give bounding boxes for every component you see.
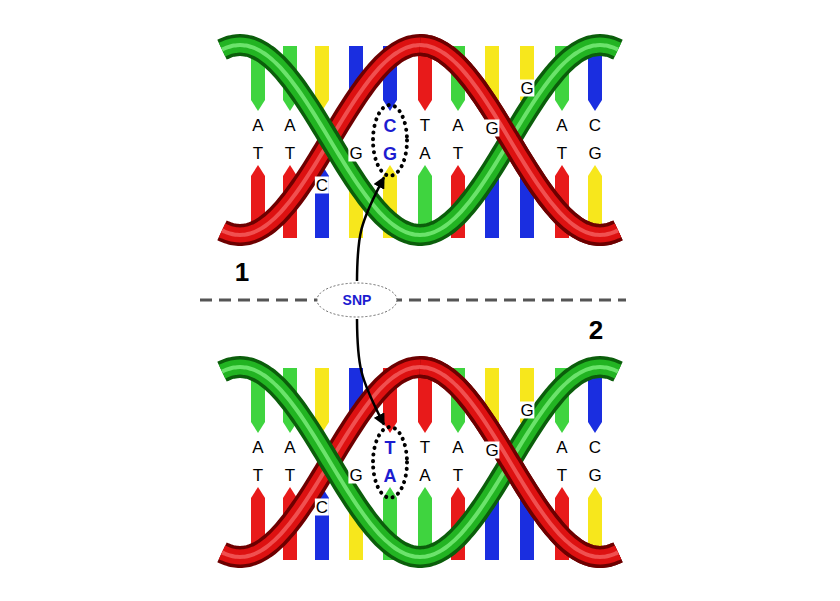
base-letter: C [315, 177, 329, 194]
strand-edge [420, 367, 618, 557]
base-letter: G [348, 145, 363, 162]
base-letter: A [555, 439, 568, 456]
base-letter: T [419, 117, 431, 134]
snp-tag: SNP [315, 281, 399, 319]
strand-body [222, 367, 618, 557]
snp-arrow [357, 319, 384, 425]
helix-strand [222, 367, 618, 557]
node-text: C [384, 117, 397, 135]
base-letter: A [283, 439, 296, 456]
strand-highlight [222, 45, 618, 235]
node-text: G [383, 145, 397, 163]
strand-highlight [420, 367, 618, 557]
base-letter: A [451, 439, 464, 456]
base-bar [315, 165, 329, 238]
snp-arrow [357, 177, 384, 281]
base-letter: T [284, 467, 296, 484]
snp-base-pair: CG [371, 103, 409, 178]
strand-edge [420, 45, 618, 235]
base-letter: C [315, 499, 329, 516]
node-ellipse [373, 427, 407, 498]
node-outline [371, 425, 409, 500]
helix-strand [222, 367, 618, 557]
snp-base-pair: TA [371, 425, 409, 500]
base-letter: G [587, 145, 602, 162]
strand-edge [222, 45, 618, 235]
strand-highlight [420, 45, 618, 235]
node-ellipse [373, 105, 407, 176]
base-letter: A [555, 117, 568, 134]
base-letter: T [556, 467, 568, 484]
strand-body [420, 45, 618, 235]
node-text: SNP [343, 293, 372, 307]
base-letter: A [251, 117, 264, 134]
strand-highlight [222, 45, 618, 235]
strand-body [222, 367, 618, 557]
base-letter: T [452, 145, 464, 162]
panel-number: 1 [234, 259, 250, 285]
base-letter: G [519, 402, 534, 419]
base-letter: A [283, 117, 296, 134]
base-letter: G [484, 120, 499, 137]
base-letter: C [588, 439, 602, 456]
strand-edge [222, 45, 618, 235]
helix-strand [420, 45, 618, 235]
strand-body [222, 45, 618, 235]
base-letter: G [587, 467, 602, 484]
node-text: T [385, 439, 396, 457]
base-letter: G [484, 442, 499, 459]
base-bar [315, 487, 329, 560]
base-letter: T [252, 467, 264, 484]
base-letter: A [418, 145, 431, 162]
strand-highlight [222, 367, 618, 557]
strand-body [222, 45, 618, 235]
helix-strand [222, 45, 618, 235]
base-letter: C [588, 117, 602, 134]
helix-strand [420, 367, 618, 557]
strand-body [420, 367, 618, 557]
node-outline [371, 103, 409, 178]
base-letter: T [556, 145, 568, 162]
base-letter: A [418, 467, 431, 484]
node-text: A [384, 467, 397, 485]
panel-number: 2 [588, 317, 604, 343]
strand-edge [222, 367, 618, 557]
base-letter: T [452, 467, 464, 484]
base-letter: G [519, 80, 534, 97]
base-letter: T [419, 439, 431, 456]
strand-edge [222, 367, 618, 557]
helix-strand [222, 45, 618, 235]
base-letter: T [252, 145, 264, 162]
strand-highlight [222, 367, 618, 557]
panel-divider [200, 299, 626, 302]
node-ellipse [317, 283, 397, 317]
base-letter: G [348, 467, 363, 484]
base-letter: A [251, 439, 264, 456]
base-letter: T [284, 145, 296, 162]
base-letter: A [451, 117, 464, 134]
